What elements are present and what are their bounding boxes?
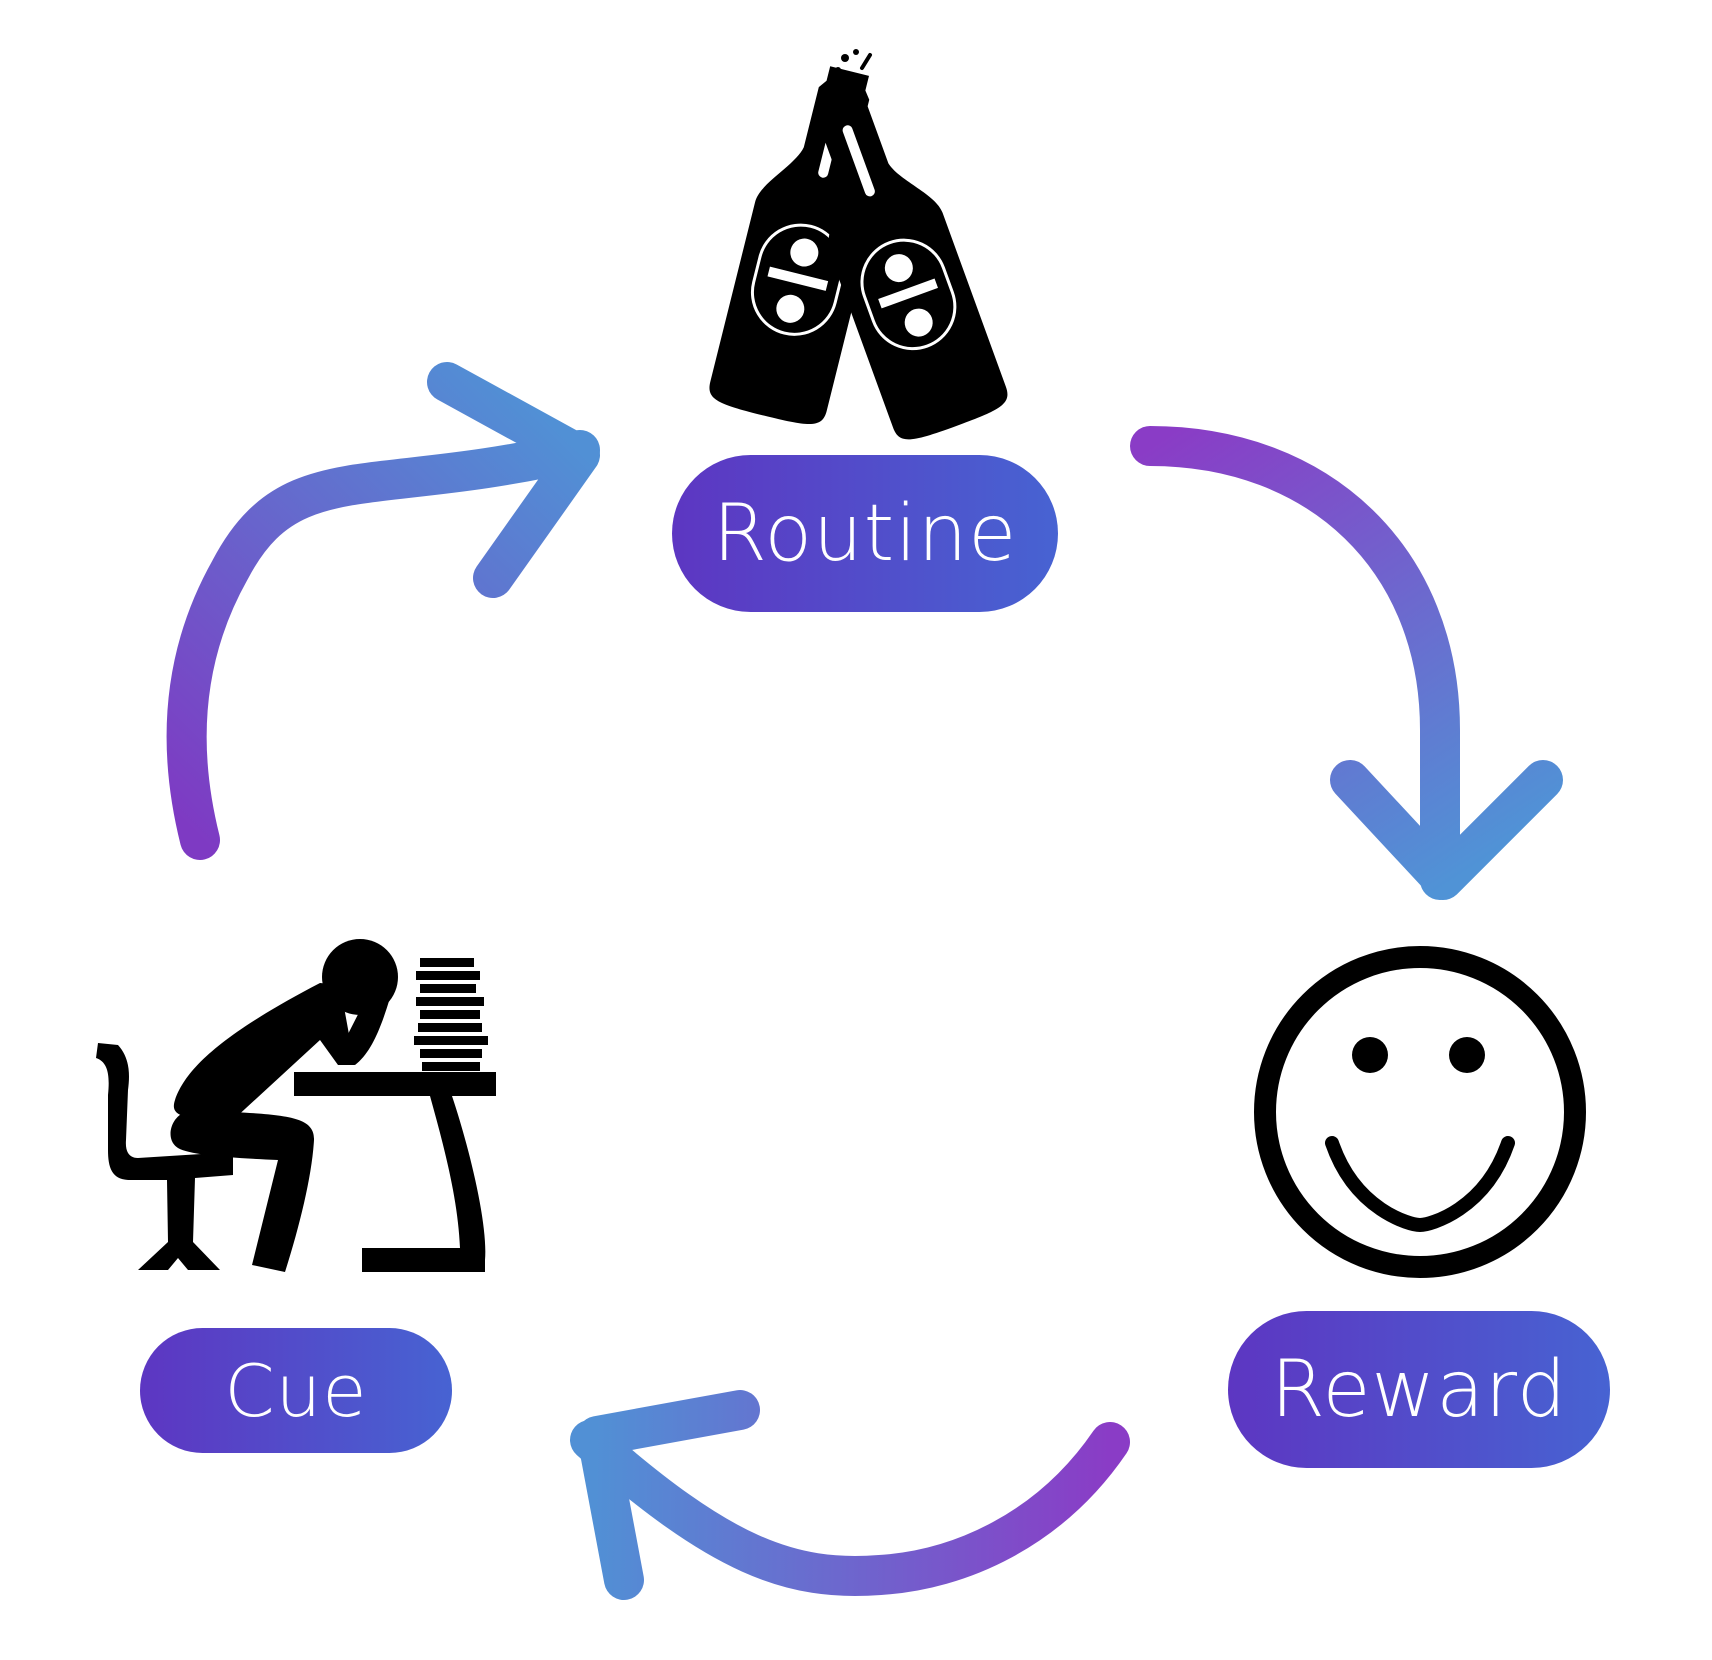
arrow-routine-to-reward	[1130, 426, 1563, 900]
clinking-beer-bottles-icon	[709, 49, 1008, 440]
cue-label: Cue	[224, 1348, 368, 1433]
stressed-person-at-desk-icon	[96, 939, 496, 1272]
cue-label-pill: Cue	[140, 1328, 452, 1453]
routine-label-pill: Routine	[672, 455, 1058, 612]
reward-label: Reward	[1270, 1344, 1568, 1435]
smiley-face-icon	[1254, 946, 1586, 1278]
arrow-reward-to-cue	[570, 1390, 1130, 1600]
reward-label-pill: Reward	[1228, 1311, 1610, 1468]
routine-label: Routine	[712, 488, 1018, 579]
arrow-cue-to-routine	[166, 362, 600, 860]
